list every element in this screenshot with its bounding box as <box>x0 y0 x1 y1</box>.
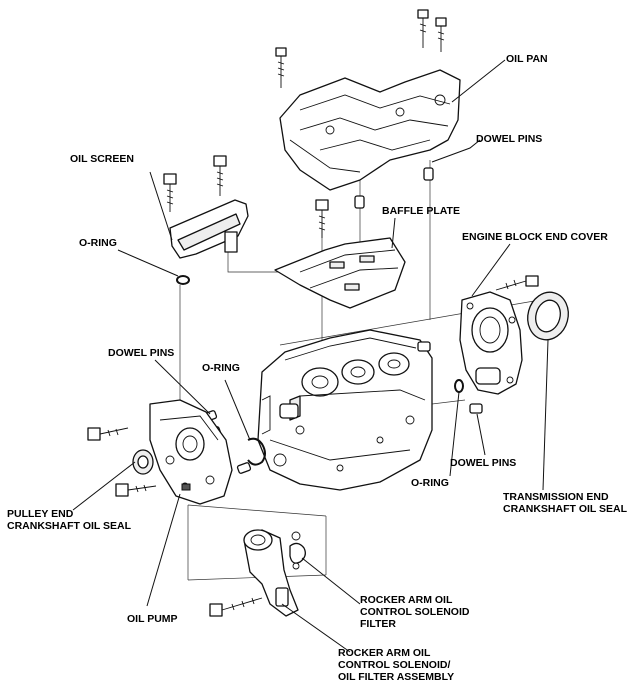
oil-pump <box>87 399 233 505</box>
label-engine-block-end-cover: ENGINE BLOCK END COVER <box>462 231 608 243</box>
label-pulley-end-seal-line-2: CRANKSHAFT OIL SEAL <box>7 520 132 532</box>
label-baffle-plate: BAFFLE PLATE <box>382 205 460 217</box>
label-pulley-end-seal-line-1: PULLEY END <box>7 508 74 520</box>
label-solenoid-filter-line-3: FILTER <box>360 618 396 630</box>
rocker-arm-oil-control-solenoid-assembly <box>209 529 299 617</box>
label-solenoid-filter-line-1: ROCKER ARM OIL <box>360 594 453 606</box>
label-oil-pan: OIL PAN <box>506 53 548 65</box>
engine-block-end-cover <box>459 275 539 395</box>
label-o-ring-middle: O-RING <box>202 362 240 374</box>
block-o-ring <box>247 437 266 466</box>
transmission-end-crankshaft-oil-seal <box>527 291 569 341</box>
label-transmission-end-seal-line-1: TRANSMISSION END <box>503 491 609 503</box>
label-transmission-end-seal-line-2: CRANKSHAFT OIL SEAL <box>503 503 628 515</box>
oil-pan-bolt-right <box>435 17 447 52</box>
baffle-plate <box>274 199 406 309</box>
label-dowel-pins-left: DOWEL PINS <box>108 347 174 359</box>
dowel-pin-pan-2 <box>354 195 365 209</box>
label-solenoid-assembly-line-1: ROCKER ARM OIL <box>338 647 431 659</box>
leader-lines <box>72 59 549 653</box>
label-solenoid-assembly-line-3: OIL FILTER ASSEMBLY <box>338 671 454 683</box>
pulley-end-crankshaft-oil-seal <box>132 449 154 475</box>
label-oil-screen: OIL SCREEN <box>70 153 134 165</box>
dowel-pin-cover-lower <box>469 403 483 414</box>
label-solenoid-filter: ROCKER ARM OIL CONTROL SOLENOID FILTER <box>360 594 472 630</box>
end-cover-o-ring <box>454 379 464 393</box>
end-cover-bolt <box>495 275 539 291</box>
oil-pan-bolt-left <box>275 47 287 88</box>
oil-pan-bolt-upper <box>417 9 429 48</box>
oil-pump-bolt-lower <box>115 483 157 497</box>
rocker-arm-oil-control-solenoid-filter <box>289 531 306 570</box>
label-pulley-end-seal: PULLEY END CRANKSHAFT OIL SEAL <box>7 508 132 532</box>
label-dowel-pins-right: DOWEL PINS <box>450 457 516 469</box>
label-solenoid-filter-line-2: CONTROL SOLENOID <box>360 606 470 618</box>
dowel-pin-cover-upper <box>417 341 431 352</box>
dowel-pin-pan-1 <box>423 167 434 181</box>
oil-screen-o-ring <box>176 275 190 285</box>
label-transmission-end-seal: TRANSMISSION END CRANKSHAFT OIL SEAL <box>503 491 628 515</box>
baffle-plate-bolt <box>315 199 329 238</box>
oil-screen-bolt-1 <box>163 173 177 212</box>
label-oil-pump: OIL PUMP <box>127 613 178 625</box>
part-labels: OIL PAN DOWEL PINS OIL SCREEN BAFFLE PLA… <box>7 53 628 683</box>
label-solenoid-assembly-line-2: CONTROL SOLENOID/ <box>338 659 450 671</box>
oil-pan <box>275 9 461 209</box>
label-o-ring-left: O-RING <box>79 237 117 249</box>
label-o-ring-right: O-RING <box>411 477 449 489</box>
label-dowel-pins-top: DOWEL PINS <box>476 133 542 145</box>
oil-screen <box>163 155 249 259</box>
solenoid-assembly-bolt <box>209 597 263 617</box>
oil-screen-bolt-2 <box>213 155 227 196</box>
label-solenoid-assembly: ROCKER ARM OIL CONTROL SOLENOID/ OIL FIL… <box>338 647 454 683</box>
engine-block <box>257 329 433 491</box>
oil-pump-bolt-upper <box>87 427 129 441</box>
